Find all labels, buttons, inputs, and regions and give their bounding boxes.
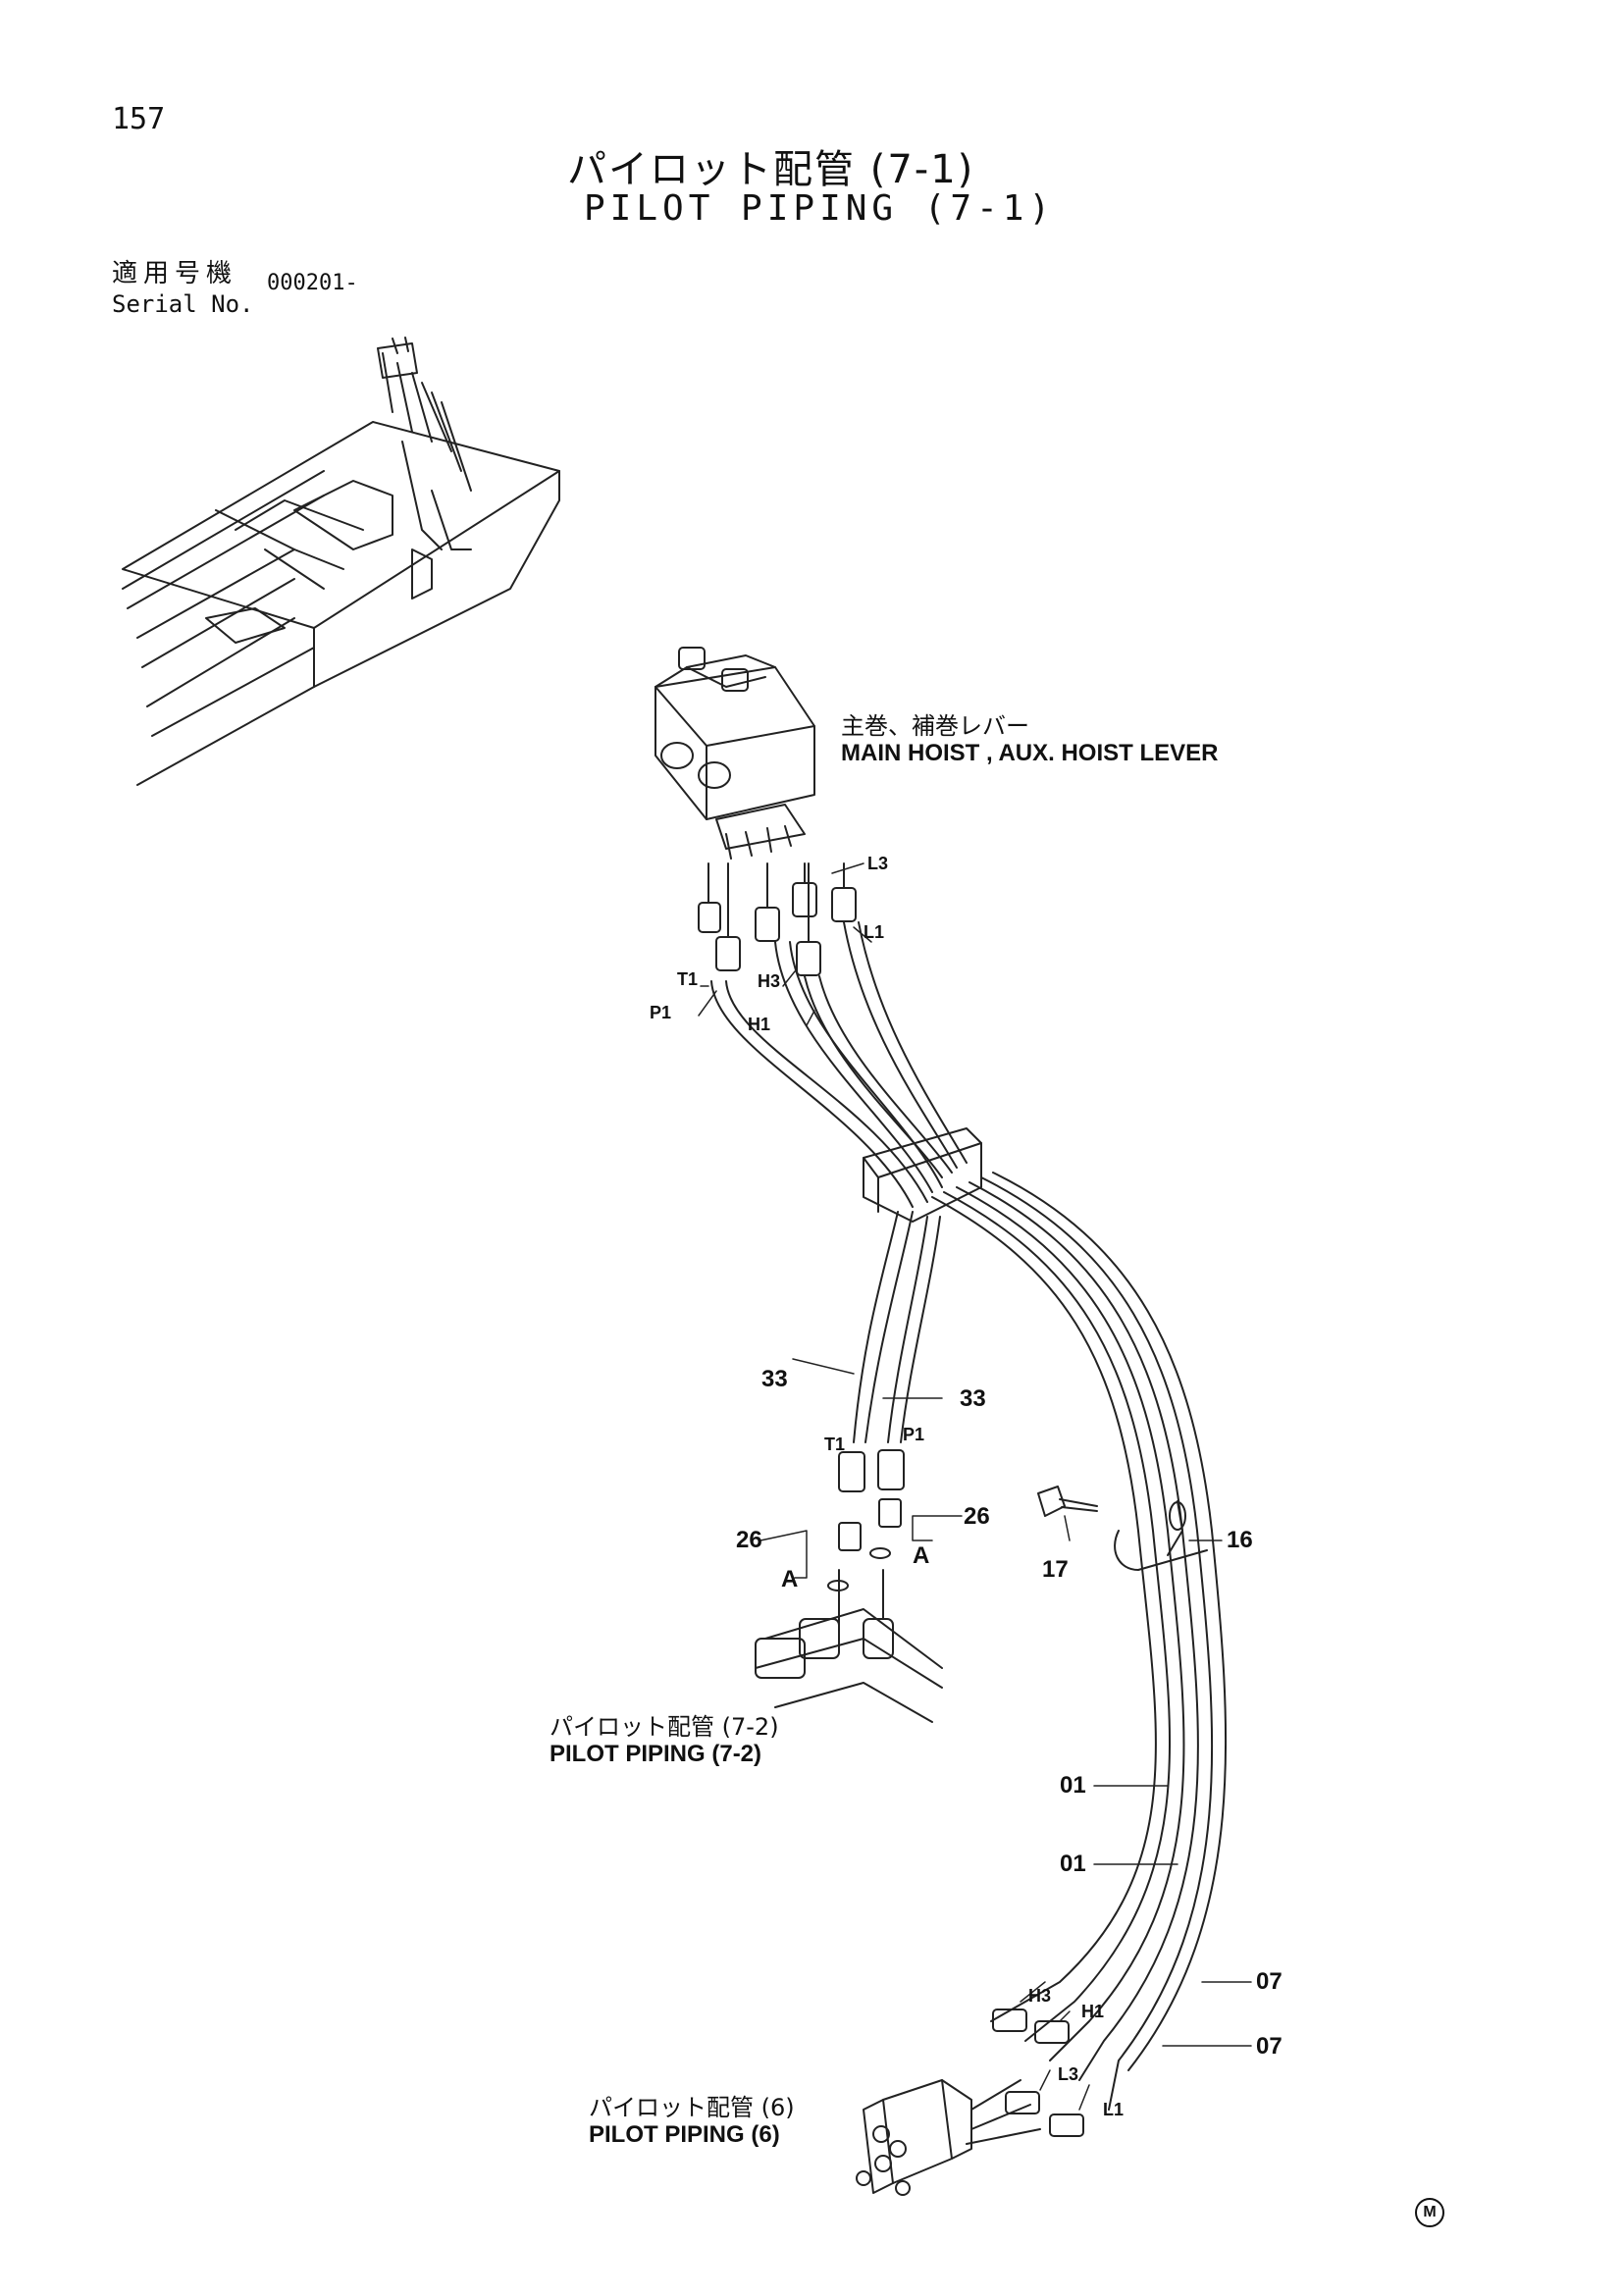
link-72-label-en: PILOT PIPING (7-2) — [550, 1741, 762, 1767]
upper-hose-bundle — [710, 921, 968, 1208]
serial-label-en: Serial No. — [112, 290, 254, 318]
port-label-t1-mid: T1 — [824, 1435, 846, 1454]
lever-label-en: MAIN HOIST , AUX. HOIST LEVER — [841, 740, 1219, 766]
serial-number: 000201- — [267, 271, 358, 295]
port-label-h3-bot: H3 — [1028, 1986, 1052, 2006]
port-label-p1-top: P1 — [650, 1003, 672, 1022]
port-label-l3-top: L3 — [867, 854, 889, 873]
bolt-17 — [1037, 1486, 1098, 1517]
serial-label-jp: 適用号機 — [112, 259, 238, 288]
lower-fittings — [992, 2009, 1084, 2137]
port-label-h1-top: H1 — [748, 1015, 771, 1034]
part-number-01-lower: 01 — [1060, 1851, 1086, 1877]
hoist-lever-block — [654, 647, 815, 860]
hose-33-pair — [853, 1211, 941, 1443]
part-number-07-lower: 07 — [1256, 2033, 1283, 2060]
port-label-h3-top: H3 — [758, 971, 781, 991]
link-6-label-en: PILOT PIPING (6) — [589, 2121, 780, 2148]
circled-m-mark: M — [1415, 2198, 1444, 2227]
part-number-26-right: 26 — [964, 1503, 990, 1530]
lever-label-jp: 主巻、補巻レバー — [841, 712, 1029, 740]
part-number-33-left: 33 — [761, 1366, 788, 1392]
hose-01-07-bundle — [931, 1172, 1228, 2111]
valve-block-6 — [856, 2079, 1041, 2196]
port-label-l1-top: L1 — [864, 922, 885, 942]
page-title-en: PILOT PIPING (7-1) — [584, 188, 1056, 229]
detail-a-left: A — [781, 1566, 799, 1592]
machine-overview-inset — [122, 337, 560, 786]
port-label-p1-mid: P1 — [903, 1425, 925, 1444]
part-number-33-right: 33 — [960, 1385, 986, 1412]
part-number-01-upper: 01 — [1060, 1772, 1086, 1799]
part-number-07-upper: 07 — [1256, 1968, 1283, 1995]
pump-section-72 — [755, 1569, 943, 1723]
part-number-17: 17 — [1042, 1556, 1069, 1583]
page-title-jp: パイロット配管 (7-1) — [567, 147, 975, 192]
page-number: 157 — [112, 102, 166, 136]
port-label-h1-bot: H1 — [1081, 2002, 1105, 2021]
mid-fittings — [827, 1449, 905, 1592]
part-number-16: 16 — [1227, 1527, 1253, 1553]
hose-bracket — [863, 1127, 982, 1223]
port-label-t1-top: T1 — [677, 969, 699, 989]
port-label-l3-bot: L3 — [1058, 2064, 1079, 2084]
link-6-label-jp: パイロット配管 (6) — [589, 2094, 795, 2121]
port-label-l1-bot: L1 — [1103, 2100, 1125, 2119]
detail-a-right: A — [913, 1542, 930, 1569]
upper-fittings — [698, 862, 857, 976]
clamp-16 — [1114, 1500, 1208, 1571]
part-number-26-left: 26 — [736, 1527, 762, 1553]
link-72-label-jp: パイロット配管 (7-2) — [550, 1713, 779, 1741]
leader-lines — [698, 862, 1252, 2111]
